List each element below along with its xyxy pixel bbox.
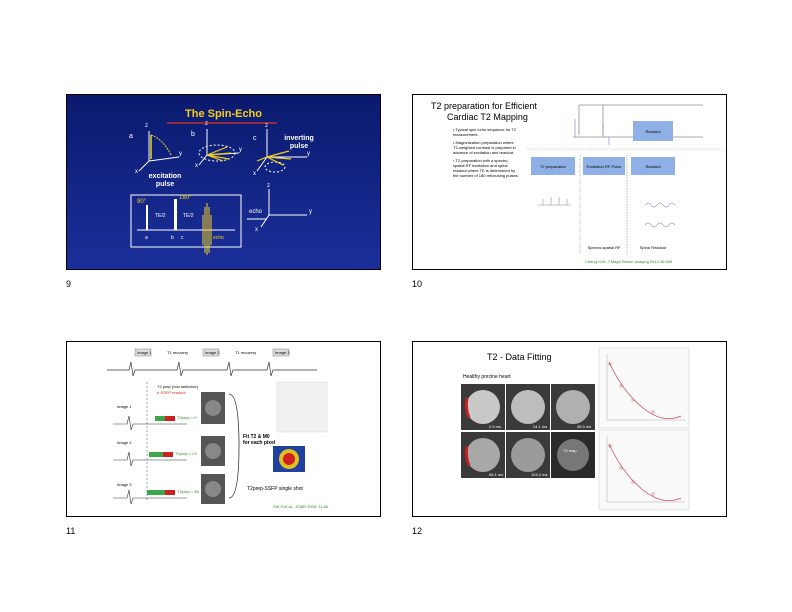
slide-12-subtitle: Healthy porcine heart: [463, 374, 511, 380]
slide-10-title-line2: Cardiac T2 Mapping: [447, 112, 528, 122]
fit-label: Fit T2 & M0 for each pixel: [243, 434, 276, 446]
slide-10-citation: Cheng H-M, J Magn Reson Imaging 2012;36:…: [585, 259, 673, 264]
top-label-image3: Image 3: [275, 350, 290, 355]
axis-z-b: z: [205, 121, 208, 127]
page-number-12: 12: [412, 526, 423, 536]
row-3: [113, 474, 225, 505]
slide-11-diagram: [107, 348, 328, 505]
slide-9[interactable]: The Spin-Echo a b c z y x z y x z y x z …: [66, 94, 381, 270]
label-b: b: [191, 131, 195, 138]
axis-x-a: x: [135, 169, 138, 175]
image-label-1: Image 1: [117, 404, 132, 409]
row-2: [113, 436, 225, 467]
slide-10-bullets: • Typical spin echo sequence for T2 meas…: [453, 127, 519, 178]
pulse-180-label: 180°: [179, 195, 192, 201]
footer-spectro: Spectro-spatial RF: [587, 245, 621, 250]
box-excitation: Excitation RF Pulse: [586, 164, 622, 169]
t2-map-label: T2 map: [563, 448, 577, 453]
slide-9-footer-dot: ·: [353, 257, 355, 263]
slide-12-images: [461, 347, 690, 511]
slide-11[interactable]: Image 1 T1 recovery Image 2 T1 recovery …: [66, 341, 381, 517]
axis-y-c: y: [307, 151, 310, 157]
label-a: a: [129, 133, 133, 140]
axis-z-echo: z: [267, 183, 270, 189]
seq-label-b: b: [171, 235, 174, 241]
image-label-2: Image 2: [117, 440, 132, 445]
echo-time-3: 45.3 ms: [577, 424, 592, 429]
t2prep-label-55: T2prep = 55: [177, 489, 199, 494]
axis-y-echo: y: [309, 209, 312, 215]
footer-spiral: Spiral Readout: [639, 245, 667, 250]
echo-time-1: 2.9 ms: [489, 424, 502, 429]
axes-a: [138, 131, 180, 172]
seq-label-a: a: [145, 235, 148, 241]
axis-x-b: x: [195, 163, 198, 169]
method-label: T2prep-SSFP single shot: [247, 486, 303, 492]
mri-grid: [461, 384, 595, 478]
tau-1-label: TE/2: [155, 213, 166, 219]
t2prep-label-24: T2prep = 24: [175, 451, 197, 456]
page-number-9: 9: [66, 279, 72, 289]
echo-time-4: 66.1 ms: [489, 472, 504, 477]
axes-echo: [260, 189, 307, 228]
image-label-3: Image 3: [117, 482, 132, 487]
top-label-image2: Image 2: [205, 350, 220, 355]
row-1: [113, 392, 225, 431]
legend-bssfp: b-SSFP readout: [157, 390, 186, 395]
slide-12-title: T2 - Data Fitting: [487, 352, 552, 362]
axis-y-b: y: [239, 147, 242, 153]
legend-t2prep: T2 prep (non selective): [157, 384, 198, 389]
pulse-90-label: 90°: [137, 199, 147, 205]
bullet-1: • Typical spin echo sequence for T2 meas…: [453, 127, 517, 137]
slide-9-title: The Spin-Echo: [185, 108, 262, 120]
slide-11-citation: Giri S et al., JCMR 2009; 11:56: [273, 504, 329, 509]
slide-9-canvas: [67, 95, 380, 269]
axis-y-a: y: [179, 151, 182, 157]
top-label-recovery1: T1 recovery: [167, 350, 189, 355]
echo-arrow-label: echo: [249, 209, 263, 215]
tau-2-label: TE/2: [183, 213, 194, 219]
bullet-3: • T2-preparation with a spectro-spatial …: [453, 158, 519, 178]
slide-10[interactable]: T2 preparation for Efficient Cardiac T2 …: [412, 94, 727, 270]
echo-time-2: 24.1 ms: [533, 424, 548, 429]
axis-z-c: z: [265, 123, 268, 129]
seq-label-c: c: [181, 235, 184, 241]
bullet-2: • Magnetization preparation where T2-wei…: [453, 140, 516, 155]
top-label-image1: Image 1: [137, 350, 152, 355]
page-number-11: 11: [66, 526, 76, 536]
slide-10-title-line1: T2 preparation for Efficient: [431, 101, 537, 111]
t2prep-label-0: T2prep = 0: [177, 415, 197, 420]
inverting-pulse-label: inverting pulse: [284, 135, 314, 150]
label-c: c: [253, 135, 257, 142]
top-label-recovery2: T1 recovery: [235, 350, 257, 355]
axis-x-echo: x: [255, 227, 258, 233]
echo-time-5: 104.2 ms: [531, 472, 548, 477]
slide-12[interactable]: T2 - Data Fitting Healthy porcine heart: [412, 341, 727, 517]
axis-x-c: x: [253, 171, 256, 177]
seq-echo-label: echo: [213, 235, 224, 241]
page-number-10: 10: [412, 279, 423, 289]
box-readout: Readout: [645, 164, 661, 169]
top-readout-box: Readout: [645, 129, 661, 134]
axis-z-a: z: [145, 123, 148, 129]
excitation-pulse-label: excitation pulse: [148, 173, 182, 188]
box-t2-preparation: T2 preparation: [539, 164, 566, 169]
